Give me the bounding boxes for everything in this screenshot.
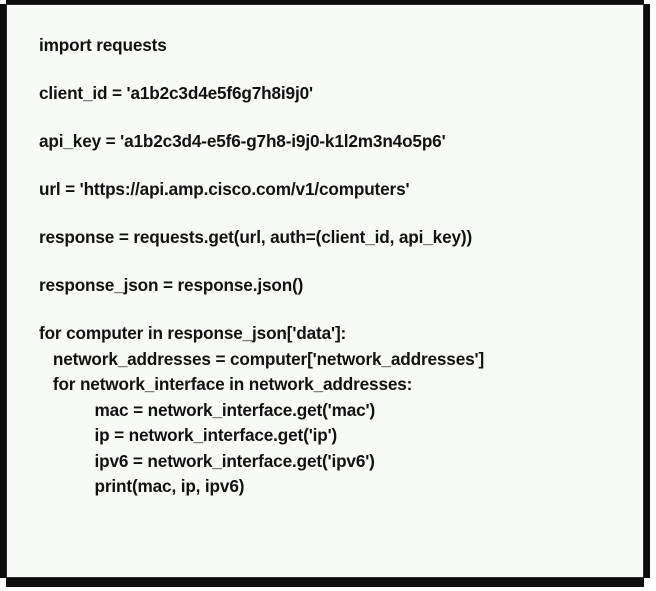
code-line: for computer in response_json['data']: — [39, 323, 347, 343]
code-line-spacer — [39, 247, 643, 275]
code-line: ip = network_interface.get('ip') — [39, 425, 338, 445]
code-line-spacer — [39, 55, 643, 83]
code-line: print(mac, ip, ipv6) — [39, 476, 245, 496]
code-line: network_addresses = computer['network_ad… — [39, 348, 485, 369]
code-line: api_key = 'a1b2c3d4-e5f6-g7h8-i9j0-k1l2m… — [39, 131, 446, 151]
code-line-spacer — [39, 151, 643, 179]
code-line-spacer — [39, 103, 643, 131]
code-line: response_json = response.json() — [39, 275, 304, 295]
code-line: import requests — [39, 35, 167, 55]
code-block: import requests client_id = 'a1b2c3d4e5f6… — [7, 5, 643, 502]
code-line: url = 'https://api.amp.cisco.com/v1/comp… — [39, 179, 410, 199]
code-line: ipv6 = network_interface.get('ipv6') — [39, 450, 375, 471]
code-line-spacer — [39, 295, 643, 323]
code-line: mac = network_interface.get('mac') — [39, 399, 376, 420]
code-line: for network_interface in network_address… — [39, 374, 413, 394]
code-line: response = requests.get(url, auth=(clien… — [39, 227, 473, 247]
code-line: client_id = 'a1b2c3d4e5f6g7h8i9j0' — [39, 83, 313, 103]
code-line-spacer — [39, 199, 643, 227]
code-snippet-frame: import requests client_id = 'a1b2c3d4e5f6… — [6, 4, 644, 578]
